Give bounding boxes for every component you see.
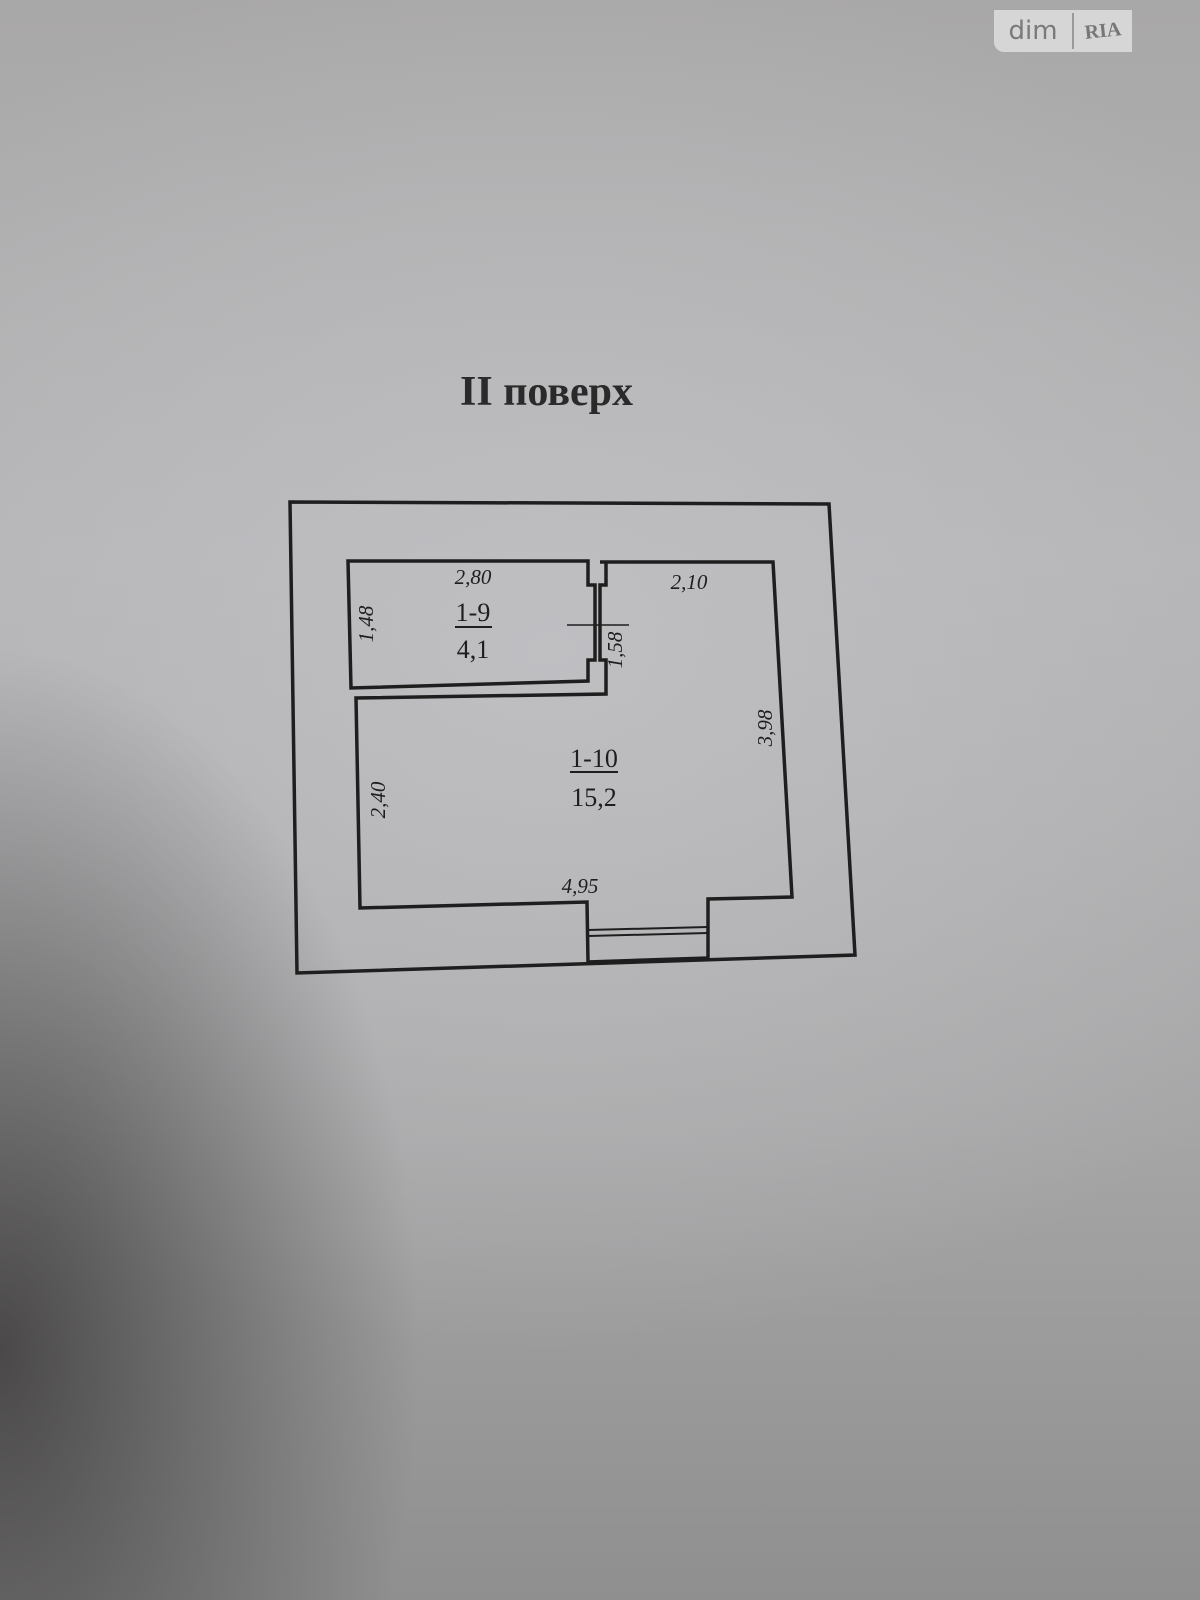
dimria-watermark-logo: dim RIA	[994, 10, 1132, 52]
dim-room-1-10-bottom: 4,95	[562, 874, 599, 898]
watermark-dim: dim	[994, 13, 1074, 49]
outer-boundary	[288, 500, 857, 975]
room-1-10-id: 1-10	[570, 744, 618, 773]
door-threshold-line	[587, 926, 709, 931]
room-1-9-id: 1-9	[456, 598, 491, 627]
dim-room-1-10-top: 2,10	[671, 570, 708, 594]
dim-room-1-10-left: 2,40	[366, 781, 390, 818]
room-1-9-area: 4,1	[457, 635, 490, 664]
room-1-10-area: 15,2	[571, 783, 617, 812]
room-1-10-walls	[354, 560, 794, 964]
dim-room-1-9-height: 1,48	[354, 605, 378, 642]
door-threshold-line	[587, 932, 709, 937]
floor-title: II поверх	[460, 369, 634, 415]
dim-passage-width: 1,58	[603, 631, 627, 668]
room-1-9-walls	[346, 559, 597, 690]
dim-room-1-9-width: 2,80	[455, 565, 492, 589]
dim-room-1-10-right: 3,98	[753, 709, 777, 747]
